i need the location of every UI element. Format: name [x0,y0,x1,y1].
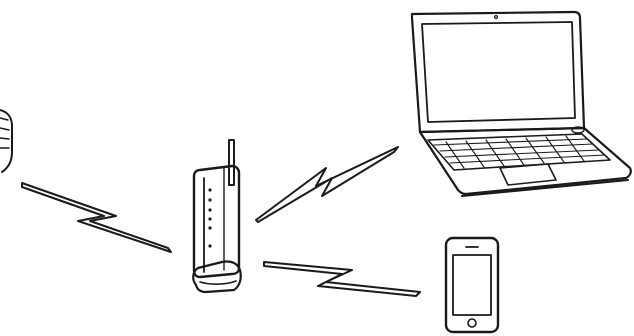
laptop-icon [412,12,631,196]
partial-device-icon [0,110,12,172]
wireless-signal-icon [264,262,420,296]
smartphone-icon [446,238,498,332]
wireless-router-icon [193,140,241,292]
wireless-signal-icon [256,147,398,222]
wireless-signal-icon [22,183,171,252]
